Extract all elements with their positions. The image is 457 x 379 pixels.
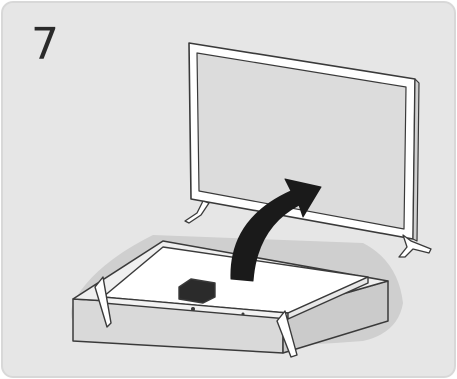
tv-back-panel [94, 246, 369, 358]
tv-leg-left [184, 200, 210, 224]
tv-leg-right [398, 234, 432, 258]
screw-hole-2 [241, 312, 245, 316]
connector-panel [178, 278, 216, 304]
illustration [71, 42, 432, 358]
screw-hole [191, 307, 195, 311]
step-number: 7 [31, 19, 59, 70]
foot-right [276, 310, 298, 358]
tv-screen [196, 52, 407, 230]
tv-back-edge-right [287, 276, 369, 320]
curved-up-arrow-icon [230, 178, 322, 282]
tv-edge [412, 78, 420, 242]
foot-left [94, 276, 112, 328]
television-icon [184, 42, 432, 258]
